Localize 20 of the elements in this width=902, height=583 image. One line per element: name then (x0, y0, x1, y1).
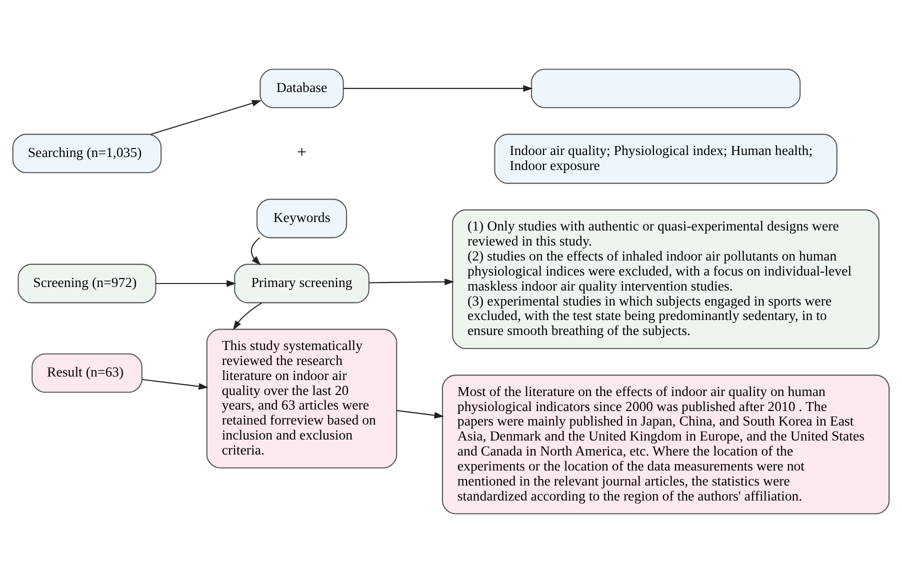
label: + (296, 142, 307, 162)
arrow (369, 278, 454, 286)
node-box: Primary screening (234, 264, 370, 304)
arrow (156, 280, 236, 287)
arrow (344, 85, 533, 92)
node-box: Keywords (256, 198, 348, 238)
node-box: This study systematically reviewed the research literature on indoor air quality over the last 20 years, and 63 articles were retained forreview based on inclusion and exclusion criteria. (206, 328, 398, 468)
node-box: Searching (n=1,035) (12, 134, 162, 174)
node-box (530, 68, 801, 108)
node-box: Screening (n=972) (18, 264, 156, 304)
arrow (232, 302, 262, 330)
node-box: Result (n=63) (32, 353, 142, 393)
arrow (142, 379, 208, 390)
arrow (396, 410, 444, 419)
node-box: (1) Only studies with authentic or quasi-experimental designs were reviewed in this study. (2) studies on the effects of inhaled indoor air pollutants on human physiological indices were excluded, with a focus on individual-level maskless indoor air quality intervention studies. (3) experimental studies in which subjects engaged in sports were excluded, with the test state being predominantly sedentary, in to ensure smooth breathing of the subjects. (452, 209, 880, 350)
arrow (250, 237, 261, 266)
node-box: Indoor air quality; Physiological index; Human health; Indoor exposure (494, 134, 838, 184)
arrow (150, 100, 262, 135)
node-box: Database (260, 68, 344, 108)
node-box: Most of the literature on the effects of indoor air quality on human physiological indicators since 2000 was published after 2010 . The papers were mainly published in Japan, China, and South Korea in East Asia, Denmark and the United Kingdom in Europe, and the United States and Canada in North America, etc. Where the location of the experiments or the location of the data measurements were not mentioned in the relevant journal articles, the statistics were standardized according to the region of the authors' affiliation. (442, 374, 890, 514)
